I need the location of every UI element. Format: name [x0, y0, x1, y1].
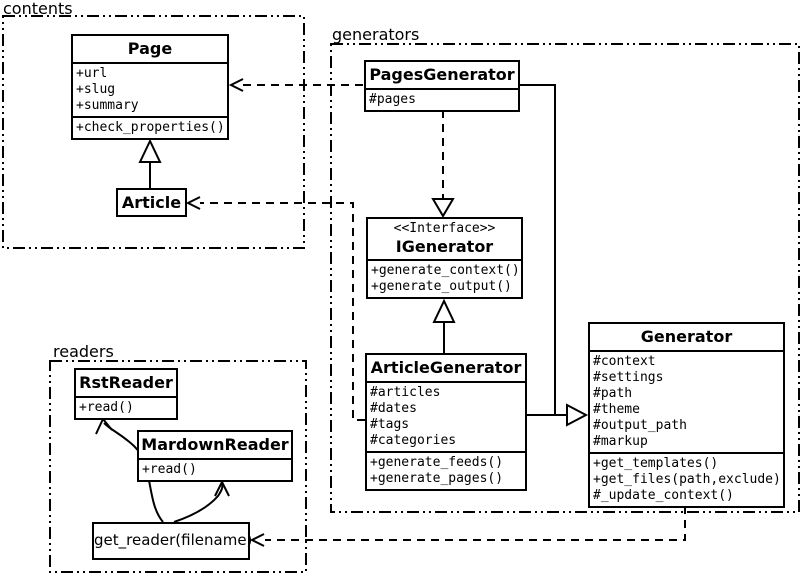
function-box-getreader: get_reader(filename)	[92, 522, 253, 560]
class-methods-articlegenerator: +generate_feeds() +generate_pages()	[367, 451, 525, 489]
method: +get_files(path,exclude)	[593, 472, 781, 487]
class-title-article: Article	[121, 193, 182, 212]
package-label-readers: readers	[53, 342, 114, 361]
attr: +summary	[76, 98, 139, 113]
class-title-articlegenerator: ArticleGenerator	[370, 358, 522, 377]
class-title-pagesgenerator: PagesGenerator	[369, 65, 515, 84]
class-attrs-generator: #context #settings #path #theme #output_…	[590, 350, 783, 452]
dependency-line-articlegenerator-to-article	[200, 202, 365, 421]
method: +check_properties()	[76, 120, 225, 135]
attr: +slug	[76, 82, 116, 97]
class-title-page: Page	[127, 39, 173, 58]
class-methods-rstreader: +read()	[76, 396, 176, 418]
class-box-generator: Generator #context #settings #path #them…	[588, 322, 785, 508]
curved-line-getreader-to-markdownreader	[173, 483, 224, 523]
class-box-page: Page +url +slug +summary +check_properti…	[71, 34, 229, 140]
class-box-pagesgenerator: PagesGenerator #pages	[364, 60, 520, 112]
attr: #pages	[369, 92, 416, 107]
class-box-rstreader: RstReader +read()	[74, 368, 178, 420]
method: +read()	[79, 400, 134, 415]
open-arrowhead-into-getreader	[249, 533, 265, 547]
attr: #categories	[370, 433, 457, 448]
package-border-readers	[49, 360, 307, 573]
function-label-getreader: get_reader(filename)	[94, 531, 253, 549]
class-methods-igenerator: +generate_context() +generate_output()	[368, 259, 521, 297]
attr: #articles	[370, 385, 441, 400]
attr: #settings	[593, 370, 664, 385]
hollow-triangle-into-igenerator-top	[431, 198, 455, 218]
attr: #output_path	[593, 418, 687, 433]
class-title-igenerator: <<Interface>> IGenerator	[368, 219, 521, 259]
open-arrowhead-into-rstreader	[95, 417, 113, 435]
open-arrowhead-into-page	[228, 78, 244, 92]
class-attrs-articlegenerator: #articles #dates #tags #categories	[367, 381, 525, 451]
method: #_update_context()	[593, 488, 734, 503]
class-methods-markdownreader: +read()	[139, 458, 291, 480]
class-title-generator: Generator	[640, 327, 733, 346]
dependency-line-generator-to-getreader	[265, 506, 686, 541]
method: +read()	[142, 462, 197, 477]
class-box-articlegenerator: ArticleGenerator #articles #dates #tags …	[365, 353, 527, 491]
open-arrowhead-into-article	[185, 196, 201, 210]
package-label-contents: contents	[3, 0, 73, 18]
package-label-generators: generators	[332, 25, 420, 44]
class-title-markdownreader: MardownReader	[141, 435, 289, 454]
attr: #context	[593, 354, 656, 369]
hollow-triangle-into-igenerator-bottom	[432, 298, 456, 323]
hollow-triangle-into-page-bottom	[138, 138, 162, 163]
package-border-generators	[330, 43, 800, 513]
class-stereotype-igenerator: <<Interface>>	[393, 221, 496, 236]
class-methods-page: +check_properties()	[73, 116, 227, 138]
class-methods-generator: +get_templates() +get_files(path,exclude…	[590, 452, 783, 506]
method: +generate_context()	[371, 263, 520, 278]
attr: #path	[593, 386, 633, 401]
method: +generate_feeds()	[370, 455, 504, 470]
attr: #dates	[370, 401, 417, 416]
class-box-article: Article	[116, 188, 187, 217]
attr: +url	[76, 66, 108, 81]
attr: #tags	[370, 417, 410, 432]
attr: #markup	[593, 434, 648, 449]
class-name-igenerator: IGenerator	[395, 237, 494, 256]
class-box-igenerator: <<Interface>> IGenerator +generate_conte…	[366, 217, 523, 299]
class-title-rstreader: RstReader	[79, 373, 173, 392]
hollow-triangle-into-generator-left	[566, 403, 589, 427]
method: +get_templates()	[593, 456, 719, 471]
class-box-markdownreader: MardownReader +read()	[137, 430, 293, 482]
class-attrs-page: +url +slug +summary	[73, 62, 227, 116]
class-attrs-pagesgenerator: #pages	[366, 88, 518, 110]
package-border-contents	[2, 15, 305, 249]
open-arrowhead-into-markdownreader	[214, 479, 230, 497]
method: +generate_pages()	[370, 471, 504, 486]
generalization-line-pagesgenerator-to-generator	[520, 84, 567, 416]
method: +generate_output()	[371, 279, 512, 294]
attr: #theme	[593, 402, 640, 417]
